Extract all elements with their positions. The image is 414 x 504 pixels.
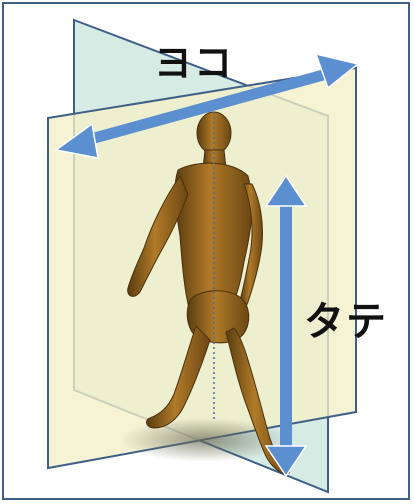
vertical-label: タテ (304, 302, 388, 342)
horizontal-label: ヨコ (154, 44, 234, 82)
